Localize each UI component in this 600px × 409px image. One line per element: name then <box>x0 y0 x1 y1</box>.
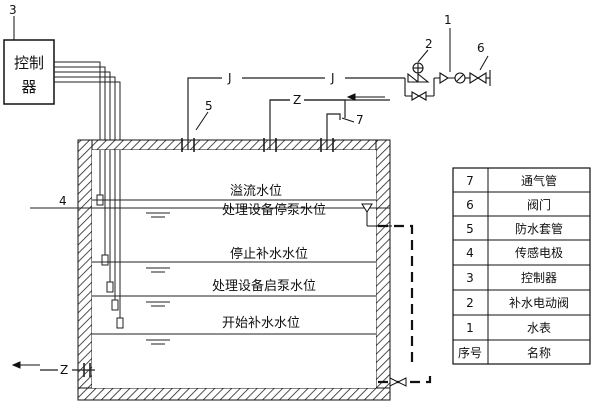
callout-3-number: 3 <box>9 3 17 17</box>
tank-walls <box>77 139 391 401</box>
gate-valve <box>469 70 491 86</box>
supply-pipe-j <box>187 77 405 150</box>
callout-6: 6 <box>477 41 489 71</box>
callout-5-number: 5 <box>205 99 213 113</box>
electric-valve-assembly <box>404 62 435 101</box>
legend-header-no: 序号 <box>458 345 482 360</box>
legend-no: 3 <box>466 271 474 285</box>
legend-no: 2 <box>466 296 474 310</box>
controller-label-line2: 器 <box>21 78 36 96</box>
callout-4: 4 <box>59 194 67 208</box>
callout-4-number: 4 <box>59 194 67 208</box>
controller-box: 控制 器 <box>3 39 55 105</box>
callout-2: 2 <box>417 37 433 63</box>
legend-name: 水表 <box>527 321 551 335</box>
vent-pipe-7 <box>326 113 341 150</box>
pipe-label-z: Z <box>60 363 68 377</box>
sensor-cables <box>54 61 121 140</box>
callout-2-number: 2 <box>425 37 433 51</box>
pipe-label-z: Z <box>293 93 301 107</box>
water-level-label: 溢流水位 <box>230 184 282 199</box>
water-meter <box>434 72 470 84</box>
flow-arrow-icon <box>346 93 385 101</box>
legend-name: 防水套管 <box>515 221 563 236</box>
waterproof-sleeves <box>181 138 334 152</box>
drain-valve <box>389 377 407 387</box>
water-surface-marks <box>146 212 170 345</box>
legend-name: 控制器 <box>521 271 557 285</box>
legend-name: 阀门 <box>527 197 551 212</box>
legend-no: 1 <box>466 321 474 335</box>
legend-no: 5 <box>466 222 474 236</box>
legend-table: 7 通气管 6 阀门 5 防水套管 4 传感电极 3 控制器 2 补水电动阀 1… <box>452 167 591 365</box>
legend-name: 传感电极 <box>515 245 563 260</box>
pipe-label-j: J <box>227 71 232 85</box>
callout-7-number: 7 <box>356 113 364 127</box>
water-level-label: 处理设备停泵水位 <box>222 202 326 218</box>
legend-no: 7 <box>466 174 474 188</box>
callout-6-number: 6 <box>477 41 485 55</box>
callout-1-number: 1 <box>444 13 452 27</box>
water-level-lines <box>30 199 390 335</box>
legend-header-name: 名称 <box>527 345 551 360</box>
callout-1: 1 <box>444 13 452 72</box>
water-level-label: 开始补水水位 <box>222 316 300 331</box>
callout-5: 5 <box>195 99 213 131</box>
pipe-label-j: J <box>330 71 335 85</box>
drain-arrow-icon <box>11 361 40 369</box>
water-level-label: 停止补水水位 <box>230 246 308 262</box>
legend-name: 通气管 <box>521 173 557 188</box>
controller-label-line1: 控制 <box>14 54 44 72</box>
legend-name: 补水电动阀 <box>509 296 569 310</box>
legend-no: 6 <box>466 198 474 212</box>
sensor-electrodes <box>96 150 124 329</box>
legend-no: 4 <box>466 246 474 260</box>
water-level-label: 处理设备启泵水位 <box>212 278 316 294</box>
callout-3: 3 <box>9 3 17 40</box>
